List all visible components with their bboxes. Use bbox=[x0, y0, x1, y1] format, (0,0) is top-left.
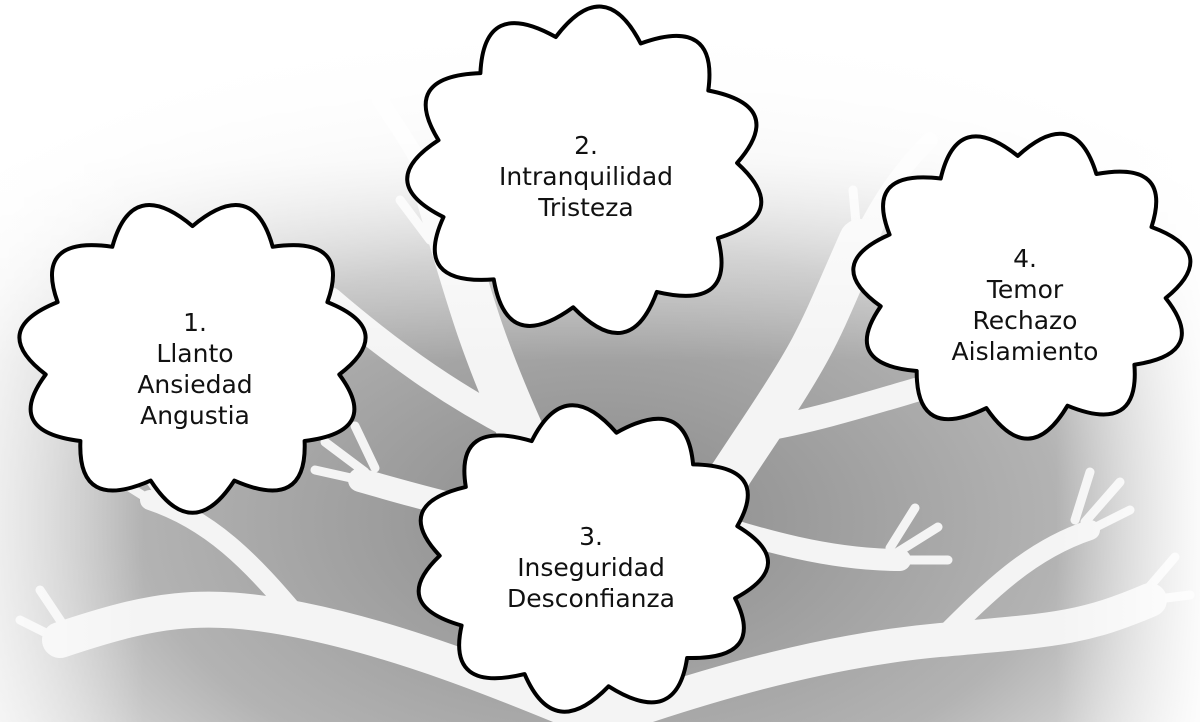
cloud-outline bbox=[851, 131, 1193, 441]
cloud-line: Inseguridad bbox=[517, 553, 665, 582]
cloud-number: 1. bbox=[183, 308, 207, 337]
cloud-shape bbox=[416, 403, 770, 714]
cloud-1: 1. Llanto Ansiedad Angustia bbox=[10, 195, 375, 517]
cloud-2: 2. Intranquilidad Tristeza bbox=[400, 2, 772, 340]
cloud-text: 1. Llanto Ansiedad Angustia bbox=[95, 307, 295, 445]
cloud-line: Aislamiento bbox=[951, 337, 1099, 366]
cloud-text: 3. Inseguridad Desconfianza bbox=[471, 521, 711, 631]
cloud-number: 4. bbox=[1013, 244, 1037, 273]
cloud-4: 4. Temor Rechazo Aislamiento bbox=[845, 125, 1200, 443]
cloud-outline bbox=[405, 4, 764, 335]
cloud-line: Ansiedad bbox=[137, 370, 253, 399]
cloud-shape bbox=[17, 203, 368, 515]
cloud-line: Tristeza bbox=[538, 193, 634, 222]
cloud-text: 2. Intranquilidad Tristeza bbox=[476, 130, 696, 240]
cloud-line: Intranquilidad bbox=[498, 162, 674, 191]
cloud-3: 3. Inseguridad Desconfianza bbox=[405, 400, 777, 718]
cloud-outline bbox=[17, 203, 368, 515]
cloud-line: Desconfianza bbox=[507, 584, 675, 613]
cloud-shape bbox=[851, 131, 1193, 441]
cloud-number: 2. bbox=[574, 131, 598, 160]
cloud-line: Llanto bbox=[156, 339, 234, 368]
cloud-line: Temor bbox=[986, 275, 1064, 304]
cloud-line: Angustia bbox=[140, 401, 250, 430]
cloud-shape bbox=[405, 4, 764, 335]
cloud-text: 4. Temor Rechazo Aislamiento bbox=[920, 243, 1130, 381]
cloud-outline bbox=[416, 403, 770, 714]
cloud-number: 3. bbox=[579, 522, 603, 551]
cloud-line: Rechazo bbox=[972, 306, 1078, 335]
